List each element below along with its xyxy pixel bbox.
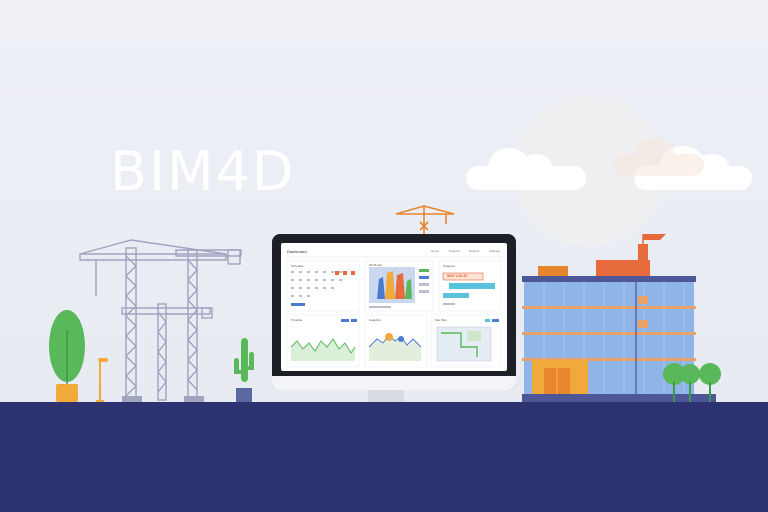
nav-item-reports[interactable]: Reports [469, 249, 480, 253]
brand-title: BIM4D [110, 140, 296, 203]
site-plan-title: Site Plan [435, 318, 448, 322]
monitor-chin [272, 376, 516, 390]
timeline-title: Timeline [291, 318, 303, 322]
lamp-icon [96, 358, 108, 403]
dashboard-graphics [285, 256, 503, 368]
cactus-icon [234, 338, 254, 402]
nav-item-settings[interactable]: Settings [489, 249, 500, 253]
plant-icon [49, 310, 85, 402]
nav-item-projects[interactable]: Projects [449, 249, 460, 253]
cloud-icon [466, 148, 586, 190]
model-title: 3D Model [369, 263, 382, 267]
dashboard-screen: Dashboard Home Projects Reports Settings [281, 243, 507, 371]
analytics-title: Analytics [369, 318, 382, 322]
ground [0, 402, 768, 512]
cloud-icon [604, 136, 714, 176]
progress-title: Progress [443, 264, 456, 268]
monitor-icon: Dashboard Home Projects Reports Settings [272, 234, 516, 390]
crane-icon [395, 205, 455, 236]
tree-icon [663, 363, 721, 402]
crane-icon [79, 239, 242, 402]
dashboard-app-title: Dashboard [287, 249, 307, 254]
calendar-title: Schedule [291, 264, 304, 268]
progress-value-label: NEW 1-2D-4D [447, 274, 468, 278]
nav-item-home[interactable]: Home [431, 249, 440, 253]
building-icon [522, 234, 716, 402]
